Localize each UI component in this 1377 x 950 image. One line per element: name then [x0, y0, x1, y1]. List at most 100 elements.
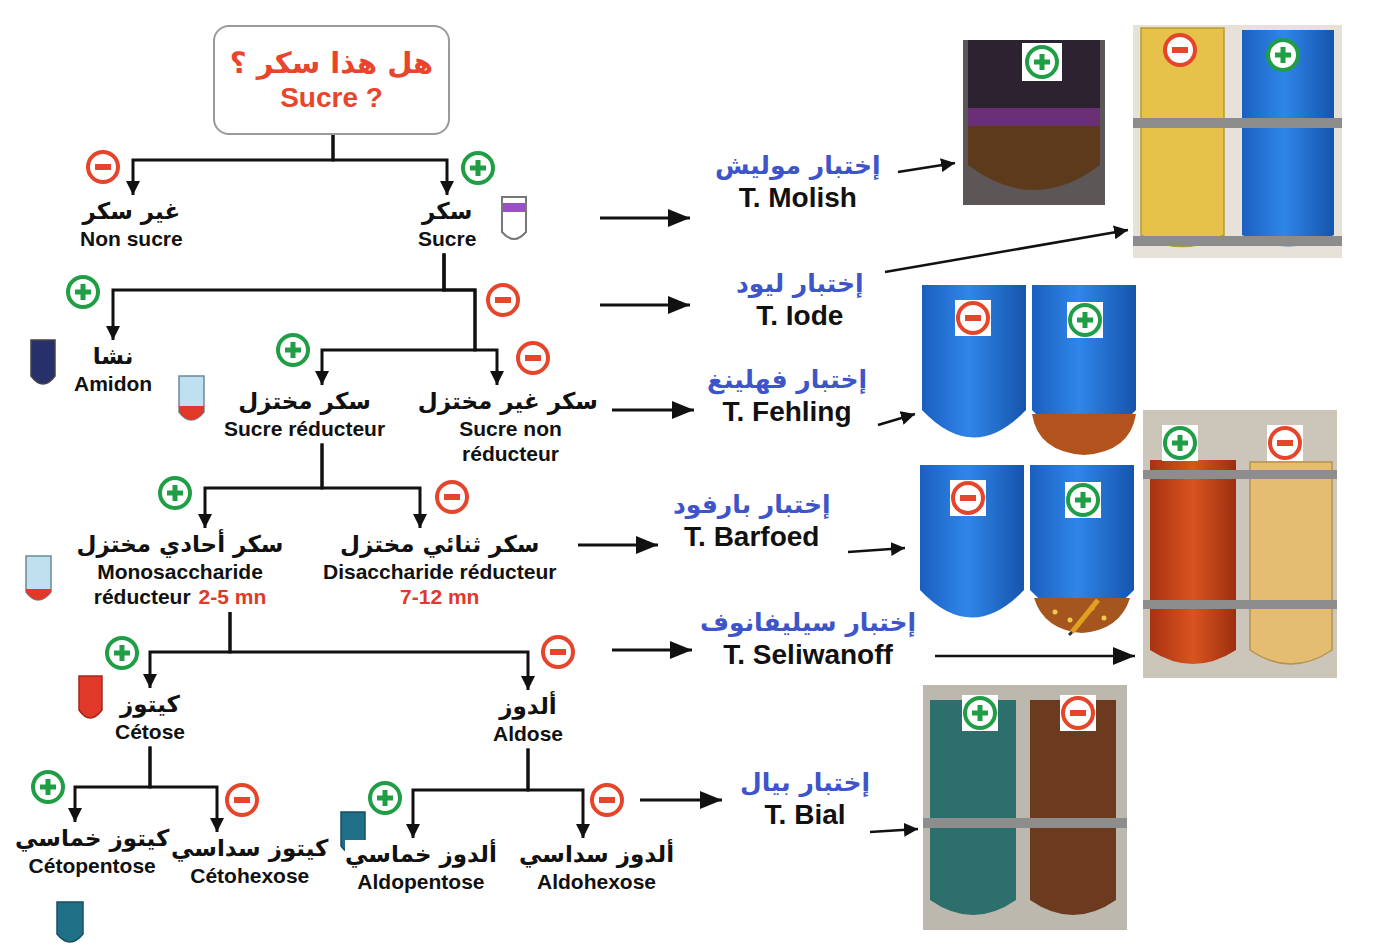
violet-ring	[968, 108, 1100, 126]
node-text: ألدوز	[493, 692, 563, 721]
minus-sign	[525, 355, 541, 361]
node-text: Aldose	[493, 721, 563, 747]
precipitate-grain	[1102, 616, 1107, 621]
plus-badges	[33, 40, 1298, 813]
test-label: إختبار بارفودT. Barfoed	[668, 487, 836, 556]
node-text: سكر مختزل	[224, 387, 385, 416]
tree-node: كيتوز سداسيCétohexose	[166, 832, 334, 890]
tree-connector	[205, 443, 322, 528]
red-precipitate	[1032, 414, 1136, 455]
tube-liquid	[930, 700, 1016, 915]
node-text: إختبار موليش	[715, 150, 881, 181]
node-text: كيتوز سداسي	[171, 834, 329, 863]
badge-ground	[1065, 482, 1101, 518]
tree-connector	[444, 253, 497, 385]
badge-ground	[950, 480, 986, 516]
photo-ground	[963, 40, 1105, 205]
plus-badge	[107, 638, 137, 668]
tree-connector	[75, 746, 150, 822]
node-text: إختبار بيال	[740, 767, 870, 798]
tube-liquid	[1150, 460, 1236, 664]
tube-liquid	[1242, 30, 1334, 247]
photo-arrow	[870, 829, 918, 832]
minus-badge	[518, 343, 548, 373]
node-text: كيتوز	[115, 690, 185, 719]
plus-signs	[40, 47, 1291, 806]
tube-liquid	[1141, 28, 1224, 247]
node-text: T. Bial	[740, 798, 870, 832]
minus-sign	[95, 164, 111, 170]
minus-badges	[88, 35, 1300, 815]
plus-badge	[370, 783, 400, 813]
tube-liquid	[1030, 465, 1134, 618]
node-text: Aldopentose	[345, 869, 497, 895]
tree-connector	[150, 612, 230, 688]
leader-arrow	[612, 649, 692, 652]
tube-ring	[503, 203, 525, 212]
tree-node: سكر مختزلSucre réducteur	[219, 385, 390, 443]
tree-connector	[322, 253, 475, 385]
tube-icon	[26, 556, 51, 600]
plus-badge	[463, 153, 493, 183]
plus-sign	[1172, 435, 1188, 451]
node-text: غير سكر	[80, 197, 183, 226]
node-text: هل هذا سكر ؟	[230, 45, 433, 81]
minus-sign	[1277, 440, 1293, 446]
fehling-photo	[922, 285, 1136, 455]
minus-badge	[488, 285, 518, 315]
node-text: Aldohexose	[519, 869, 674, 895]
minus-sign	[495, 297, 511, 303]
seliwanoff-photo	[1143, 410, 1337, 678]
tube-liquid	[920, 465, 1024, 618]
tree-connector	[150, 746, 217, 832]
node-text: Sucre non réducteur	[423, 416, 598, 467]
tree-node: ألدوز خماسيAldopentose	[340, 838, 502, 896]
plus-badge	[1068, 485, 1098, 515]
tree-node: سكر ثنائي مختزلDisaccharide réducteur7-1…	[318, 528, 561, 612]
rack-bar	[1143, 600, 1337, 609]
badge-ground	[1267, 425, 1303, 461]
photo-ground	[1143, 410, 1337, 678]
plus-sign	[1034, 54, 1050, 70]
tree-connector	[133, 135, 333, 195]
minus-badge	[88, 152, 118, 182]
node-text: ألدوز سداسي	[519, 840, 674, 869]
plus-sign	[1077, 312, 1093, 328]
plus-badge	[278, 335, 308, 365]
node-text: إختبار ليود	[736, 268, 864, 299]
minus-badge	[953, 483, 983, 513]
precipitate-grain	[1053, 610, 1058, 615]
photo-arrow	[935, 655, 1135, 658]
minus-sign	[550, 649, 566, 655]
node-text: Sucre ?	[280, 81, 383, 115]
iode-photo	[1133, 25, 1342, 258]
tube-precipitate	[26, 589, 51, 600]
tree-connector	[230, 612, 528, 690]
node-text: ألدوز خماسي	[345, 840, 497, 869]
minus-sign	[1070, 710, 1086, 716]
leader-arrow	[600, 304, 690, 307]
tree-node: سكر أحادي مختزلMonosaccharide réducteur2…	[60, 528, 300, 612]
minus-badge	[1270, 428, 1300, 458]
node-text: Sucre réducteur	[224, 416, 385, 442]
plus-sign	[167, 485, 183, 501]
test-label: إختبار فهلينغT. Fehling	[702, 362, 872, 431]
tube-icon	[31, 340, 55, 384]
tree-connector	[322, 443, 420, 528]
node-text: نشا	[74, 342, 152, 371]
minus-sign	[965, 315, 981, 321]
node-text: كيتوز خماسي	[15, 824, 169, 853]
node-text: T. Iode	[736, 299, 864, 333]
bial-photo	[923, 685, 1127, 930]
tube-liquid	[1030, 700, 1116, 915]
badge-ground	[1060, 695, 1096, 731]
tube-precipitate	[179, 406, 204, 420]
plus-badge	[965, 698, 995, 728]
minus-signs	[95, 47, 1293, 803]
node-text: T. Seliwanoff	[700, 638, 916, 672]
plus-sign	[377, 790, 393, 806]
minus-badge	[1165, 35, 1195, 65]
node-text: T. Fehling	[707, 395, 867, 429]
test-label: إختبار ليودT. Iode	[731, 266, 869, 335]
